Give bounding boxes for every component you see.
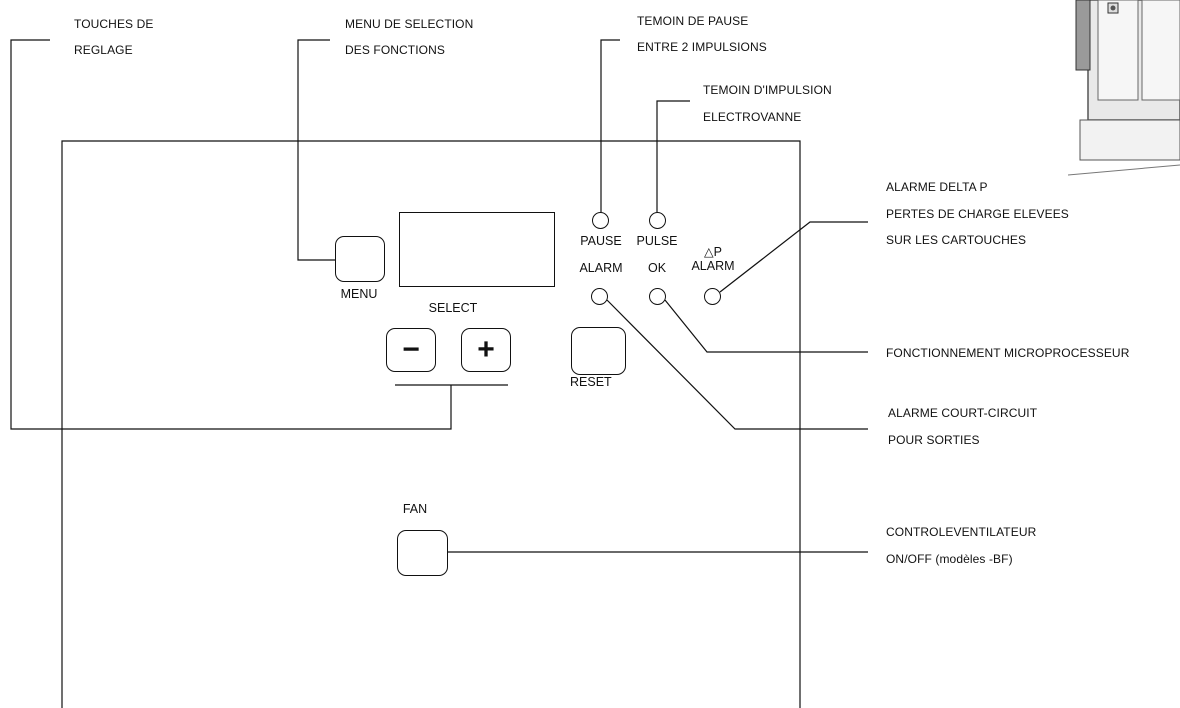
pause-label: PAUSE bbox=[578, 234, 624, 248]
label-alarme-delta-p: ALARME DELTA P bbox=[886, 180, 988, 194]
alarm-led bbox=[591, 288, 608, 305]
label-alarme-court-circuit: ALARME COURT-CIRCUIT bbox=[888, 406, 1037, 420]
menu-button[interactable] bbox=[335, 236, 385, 282]
label-electrovanne: ELECTROVANNE bbox=[703, 110, 801, 124]
leader-ok bbox=[665, 300, 868, 352]
delta-p-symbol: △P bbox=[690, 245, 736, 259]
label-on-off-modeles: ON/OFF (modèles -BF) bbox=[886, 552, 1013, 566]
label-temoin-impulsion: TEMOIN D'IMPULSION bbox=[703, 83, 832, 97]
label-reglage: REGLAGE bbox=[74, 43, 133, 57]
lcd-display bbox=[399, 212, 555, 287]
minus-icon: − bbox=[402, 335, 420, 365]
reset-label: RESET bbox=[570, 375, 610, 389]
leader-menu bbox=[298, 40, 335, 260]
fan-button[interactable] bbox=[397, 530, 448, 576]
label-controle-ventilateur: CONTROLEVENTILATEUR bbox=[886, 525, 1036, 539]
pause-led bbox=[592, 212, 609, 229]
ok-label: OK bbox=[642, 261, 672, 275]
leader-delta-p bbox=[720, 222, 868, 292]
reset-button[interactable] bbox=[571, 327, 626, 375]
ok-led bbox=[649, 288, 666, 305]
alarm-label: ALARM bbox=[573, 261, 629, 275]
label-pertes-de-charge: PERTES DE CHARGE ELEVEES bbox=[886, 207, 1069, 221]
minus-button[interactable]: − bbox=[386, 328, 436, 372]
label-menu-de-selection: MENU DE SELECTION bbox=[345, 17, 473, 31]
plus-icon: + bbox=[477, 335, 495, 365]
label-entre-2-impulsions: ENTRE 2 IMPULSIONS bbox=[637, 40, 767, 54]
label-touches-de: TOUCHES DE bbox=[74, 17, 153, 31]
label-pour-sorties: POUR SORTIES bbox=[888, 433, 980, 447]
dp-alarm-label: ALARM bbox=[687, 259, 739, 273]
leader-pause bbox=[601, 40, 620, 212]
device-photo bbox=[1068, 0, 1180, 178]
fan-label: FAN bbox=[397, 502, 433, 516]
pulse-label: PULSE bbox=[634, 234, 680, 248]
label-temoin-de-pause: TEMOIN DE PAUSE bbox=[637, 14, 748, 28]
plus-button[interactable]: + bbox=[461, 328, 511, 372]
pulse-led bbox=[649, 212, 666, 229]
delta-p-alarm-led bbox=[704, 288, 721, 305]
leader-pulse bbox=[657, 101, 690, 212]
label-des-fonctions: DES FONCTIONS bbox=[345, 43, 445, 57]
select-label: SELECT bbox=[418, 301, 488, 315]
leader-alarm bbox=[607, 300, 868, 429]
label-sur-les-cartouches: SUR LES CARTOUCHES bbox=[886, 233, 1026, 247]
leader-touches-reglage bbox=[11, 40, 451, 429]
menu-label: MENU bbox=[334, 287, 384, 301]
label-fonctionnement-microprocesseur: FONCTIONNEMENT MICROPROCESSEUR bbox=[886, 346, 1129, 360]
